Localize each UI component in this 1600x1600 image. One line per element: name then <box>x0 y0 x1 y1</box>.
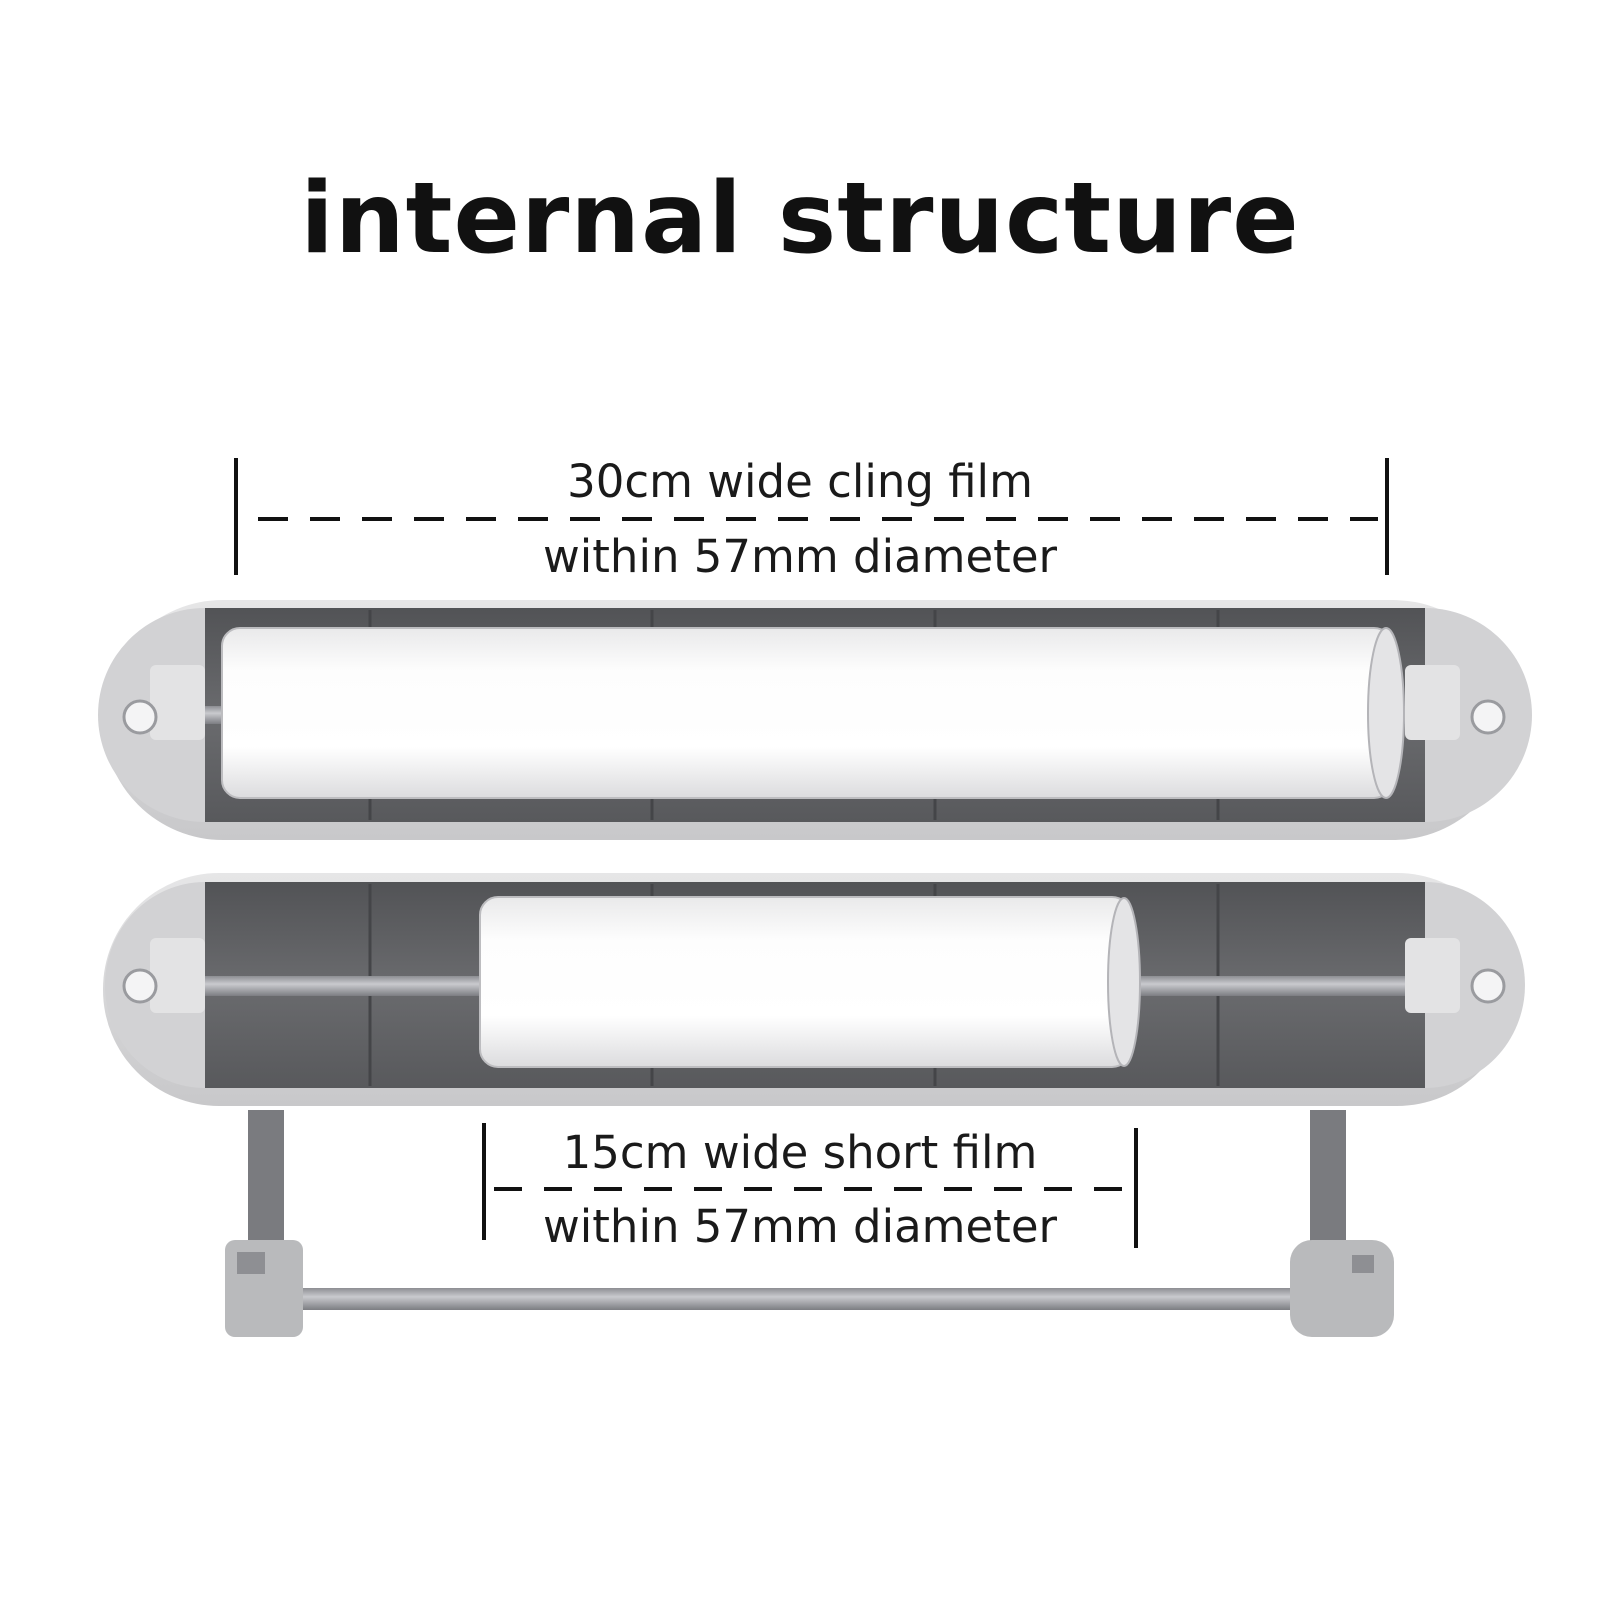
bottom-compartment <box>103 873 1525 1106</box>
top-compartment <box>98 600 1532 840</box>
towel-bar-right-bracket <box>1290 1240 1394 1337</box>
left-post <box>248 1110 284 1250</box>
bottom-left-end-knob <box>122 968 158 1004</box>
top-film-roll <box>221 627 1393 799</box>
top-dimension-label-line1: 30cm wide cling film <box>567 455 1033 508</box>
bottom-dimension-label-line2: within 57mm diameter <box>542 1200 1058 1253</box>
towel-bar <box>225 1240 1394 1337</box>
bottom-right-end-knob <box>1470 968 1506 1004</box>
top-left-end-knob <box>122 699 158 735</box>
bottom-film-roll <box>479 896 1131 1068</box>
right-post <box>1310 1110 1346 1250</box>
bottom-dimension-marker <box>482 1123 1138 1248</box>
top-dimension-label-line2: within 57mm diameter <box>542 530 1058 583</box>
top-dimension-marker <box>234 458 1389 575</box>
towel-bar-rod <box>280 1288 1325 1310</box>
page-title: internal structure <box>300 162 1300 276</box>
bottom-dimension-label-line1: 15cm wide short film <box>562 1126 1038 1179</box>
top-right-end-knob <box>1470 699 1506 735</box>
